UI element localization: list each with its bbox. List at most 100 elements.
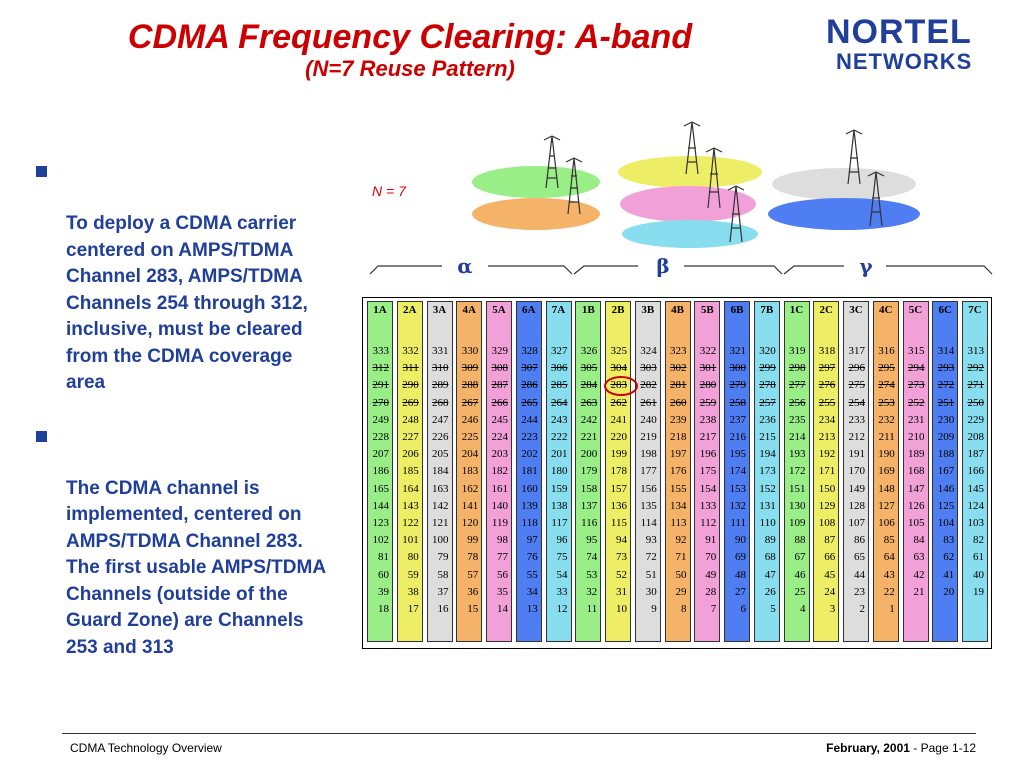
channel-number: 245	[491, 413, 509, 426]
channel-number: 138	[551, 499, 568, 512]
channel-number: 173	[759, 465, 776, 478]
channel-number: 247	[432, 413, 449, 426]
channel-number: 277	[789, 379, 806, 392]
column-header: 1C	[789, 304, 804, 316]
channel-number: 254	[848, 396, 866, 409]
cell-ellipse-gray	[772, 168, 916, 200]
channel-number: 127	[878, 499, 895, 512]
channel-number: 271	[967, 379, 985, 392]
channel-number: 270	[372, 396, 390, 409]
channel-number: 65	[854, 551, 865, 564]
channel-number: 67	[794, 551, 806, 564]
channel-number: 117	[551, 517, 568, 529]
channel-number: 248	[402, 413, 419, 426]
group-alpha-label: α	[457, 254, 473, 278]
channel-number: 8	[681, 603, 687, 615]
channel-number: 275	[848, 379, 866, 392]
channel-number: 133	[699, 499, 717, 512]
channel-number: 288	[461, 379, 479, 392]
bullet-item-2: The CDMA channel is implemented, centere…	[36, 423, 336, 662]
channel-number: 308	[491, 362, 509, 375]
channel-number: 286	[521, 379, 538, 392]
group-brackets	[369, 265, 993, 275]
channel-number: 84	[913, 534, 925, 547]
channel-number: 88	[794, 534, 806, 547]
channel-number: 211	[878, 431, 895, 443]
channel-number: 95	[586, 534, 598, 547]
channel-number: 219	[640, 431, 657, 443]
channel-number: 110	[759, 517, 776, 529]
channel-number: 139	[521, 499, 538, 512]
cell-ellipse-orange	[472, 198, 600, 230]
channel-number: 47	[764, 568, 776, 581]
channel-number: 279	[729, 379, 747, 392]
channel-number: 63	[913, 551, 925, 564]
channel-number: 332	[402, 345, 419, 357]
channel-number: 30	[645, 585, 657, 598]
channel-number: 259	[699, 396, 717, 409]
channel-number: 184	[432, 465, 449, 478]
channel-number: 97	[526, 534, 538, 547]
channel-number: 111	[730, 517, 746, 529]
channel-number: 3	[829, 603, 836, 615]
column-header: 5B	[700, 304, 714, 316]
channel-number: 168	[908, 465, 925, 478]
channel-number: 62	[943, 551, 955, 564]
channel-number: 45	[824, 568, 836, 581]
channel-number: 239	[670, 413, 687, 426]
nortel-logo: NORTEL NETWORKS	[826, 14, 1016, 74]
channel-number: 268	[432, 396, 449, 409]
channel-number: 23	[854, 585, 865, 598]
channel-number: 188	[937, 448, 955, 461]
channel-number: 312	[372, 362, 390, 375]
channel-number: 220	[610, 431, 628, 443]
page-subtitle: (N=7 Reuse Pattern)	[305, 56, 515, 81]
channel-number: 249	[372, 413, 390, 426]
channel-number: 126	[908, 499, 925, 512]
channel-number: 20	[943, 585, 955, 598]
channel-number: 83	[943, 534, 955, 547]
channel-number: 164	[402, 482, 419, 495]
channel-number: 101	[402, 534, 419, 547]
channel-number: 266	[491, 396, 509, 409]
channel-number: 212	[848, 431, 866, 443]
channel-number: 221	[580, 431, 598, 443]
channel-number: 18	[378, 603, 389, 615]
channel-number: 31	[616, 585, 627, 598]
channel-number: 265	[521, 396, 538, 409]
channel-number: 69	[735, 551, 746, 564]
sector-groups: α β γ	[362, 254, 998, 278]
channel-number: 304	[610, 362, 628, 375]
channel-number: 105	[908, 517, 925, 529]
channel-number: 274	[878, 379, 895, 392]
column-header: 4A	[462, 304, 476, 316]
channel-number: 227	[402, 431, 419, 443]
channel-number: 170	[848, 465, 866, 478]
channel-number: 37	[437, 585, 449, 598]
channel-number: 12	[556, 603, 568, 615]
bullet-text-1: To deploy a CDMA carrier centered on AMP…	[66, 213, 308, 393]
column-header: 5C	[908, 304, 923, 316]
channel-number: 183	[461, 465, 479, 478]
channel-number: 175	[699, 465, 717, 478]
channel-number: 78	[467, 551, 479, 564]
channel-number: 17	[407, 603, 419, 615]
channel-number: 325	[610, 345, 628, 357]
channel-number: 13	[526, 603, 538, 615]
channel-number: 317	[848, 345, 866, 357]
channel-number: 34	[526, 585, 538, 598]
channel-number: 251	[937, 396, 955, 409]
channel-number: 322	[699, 345, 717, 357]
channel-number: 182	[491, 465, 509, 478]
channel-number: 269	[402, 396, 419, 409]
channel-number: 1	[889, 603, 895, 615]
channel-number: 136	[610, 499, 628, 512]
channel-number: 61	[973, 551, 984, 564]
channel-number: 214	[789, 431, 806, 443]
channel-number: 119	[491, 517, 508, 529]
channel-number: 321	[729, 345, 747, 357]
channel-number: 199	[610, 448, 628, 461]
channel-number: 106	[878, 517, 895, 529]
